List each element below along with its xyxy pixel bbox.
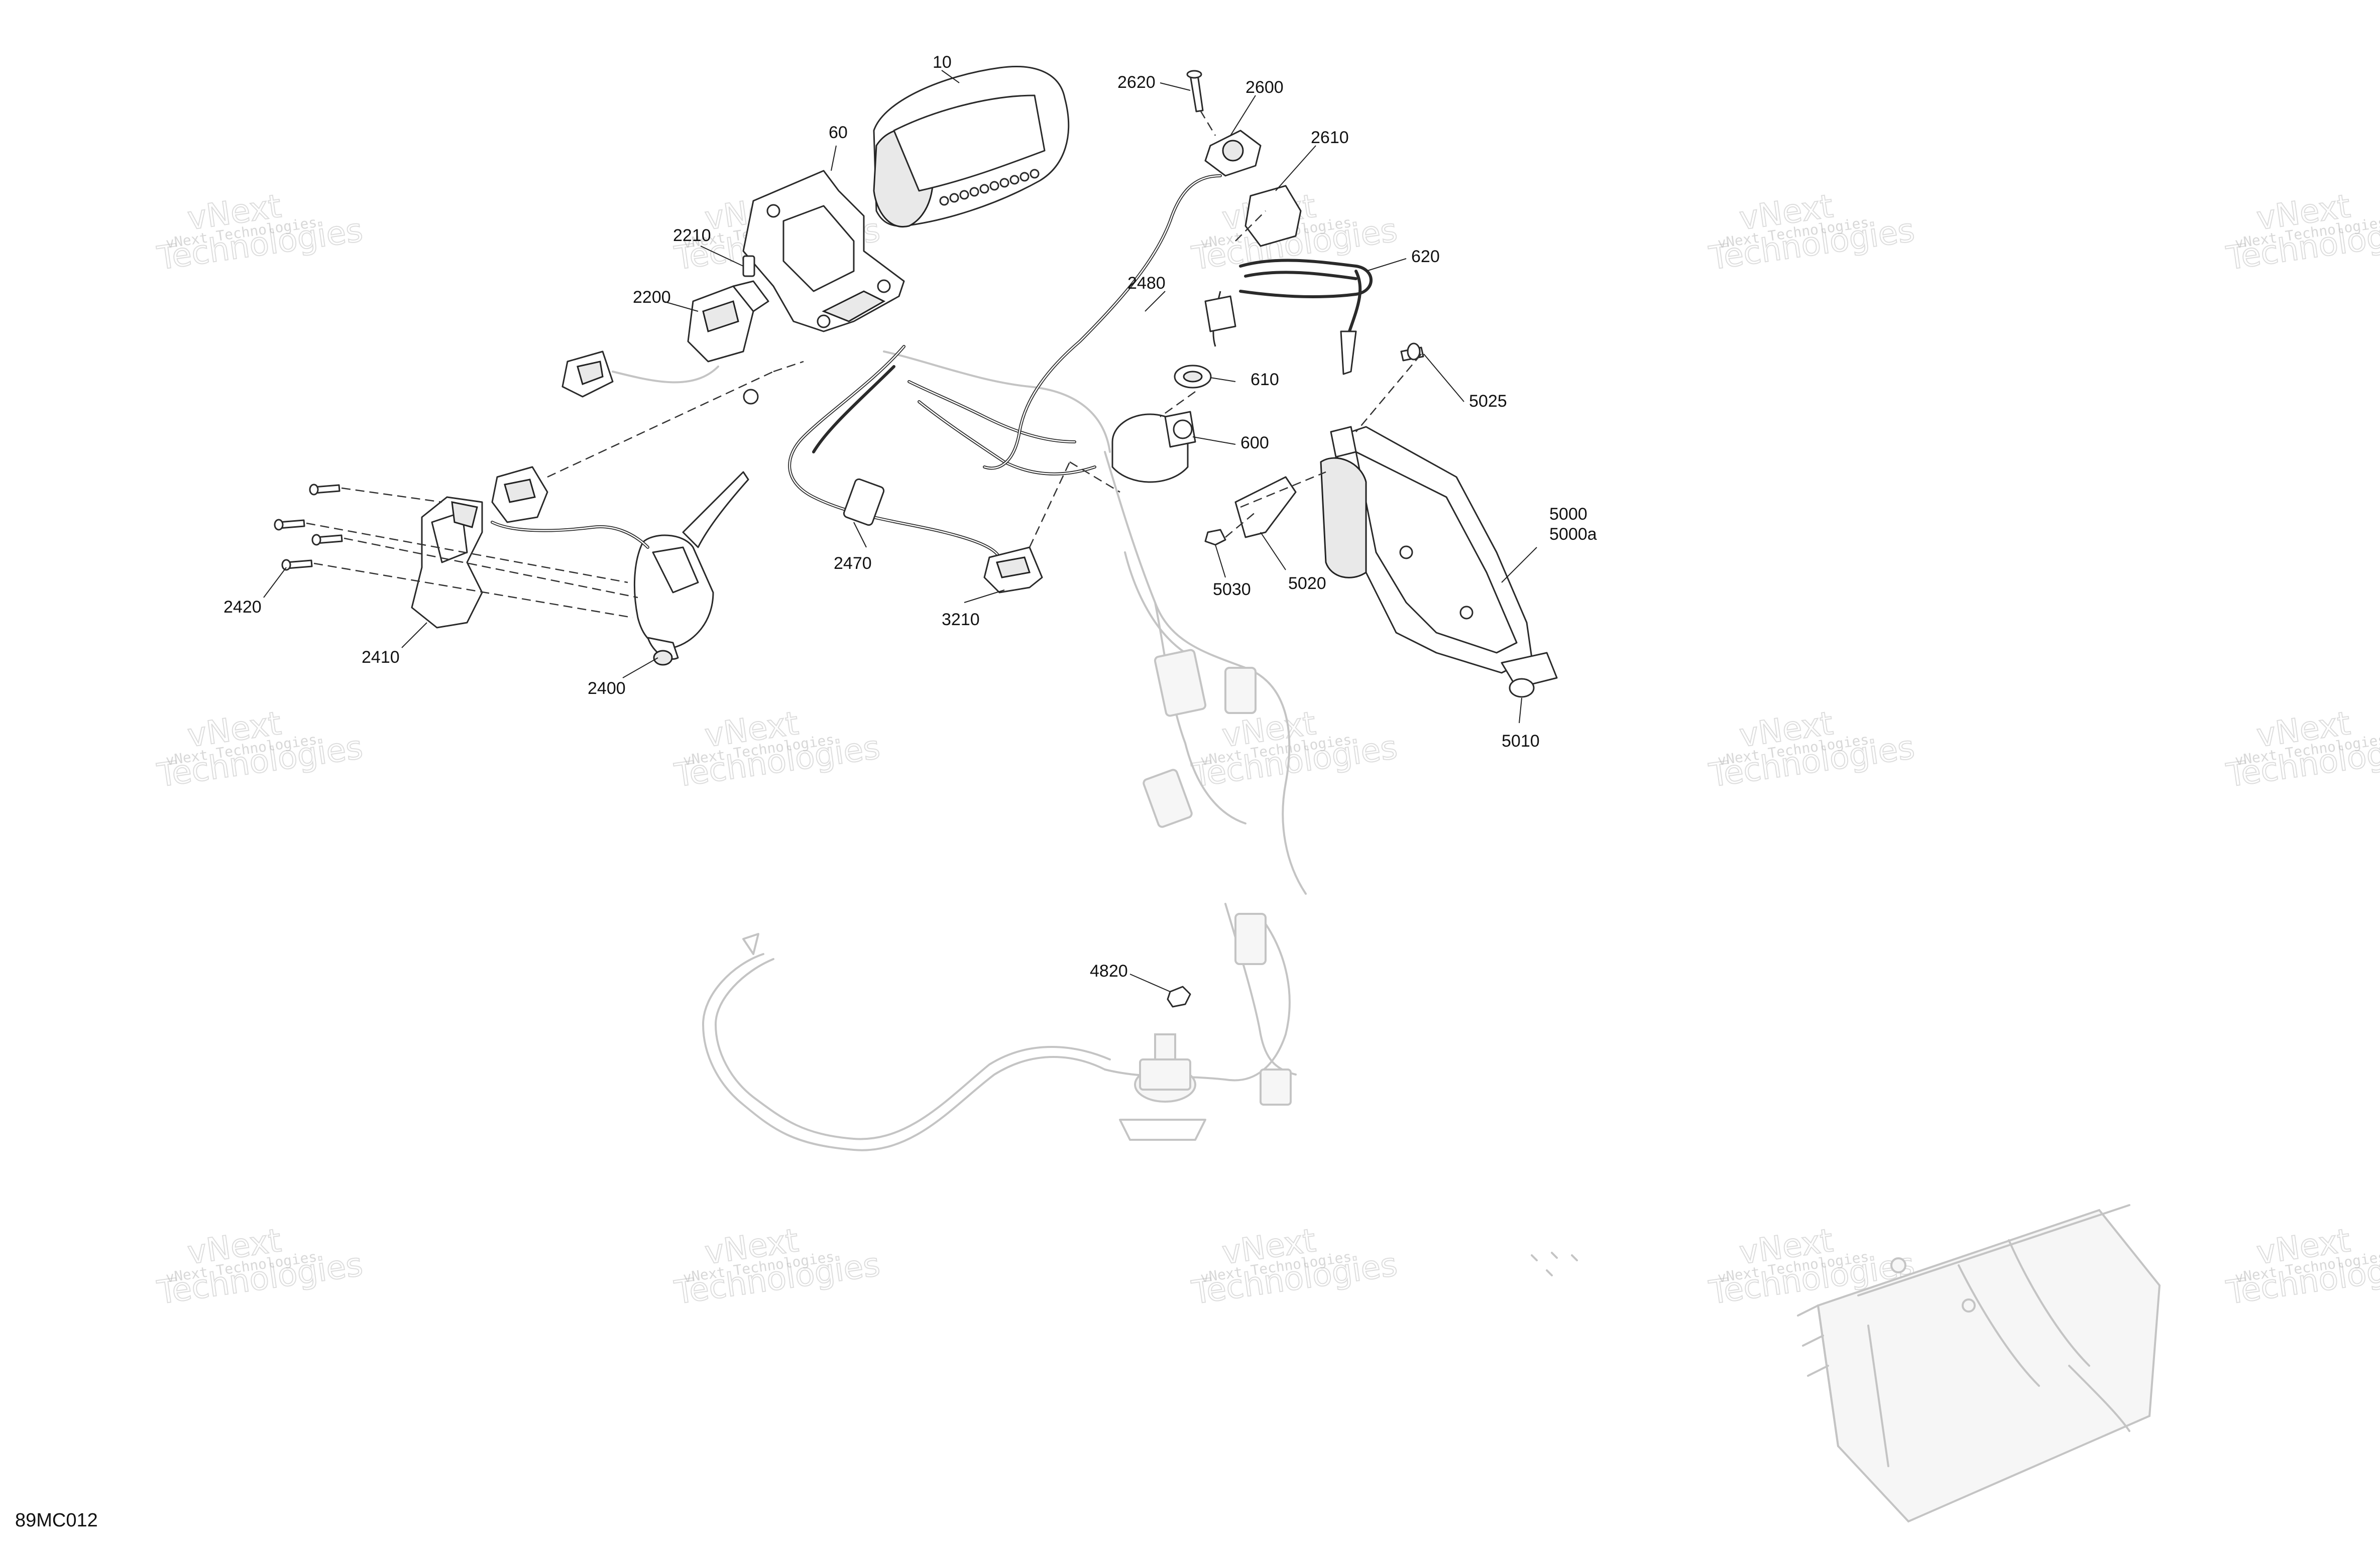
callout-610: 610: [1251, 370, 1279, 389]
connector-2210: [742, 255, 755, 277]
relay-2610: [1244, 185, 1302, 247]
grommet-610: [1174, 365, 1212, 389]
connector-throttle: [491, 466, 649, 549]
callout-2400: 2400: [588, 679, 626, 698]
callout-10: 10: [933, 53, 952, 72]
screws-2420: [274, 484, 343, 571]
leader-lines: [263, 70, 1537, 992]
callout-2600: 2600: [1245, 78, 1284, 97]
ecu-5000: [1320, 426, 1558, 698]
callout-60: 60: [829, 123, 848, 142]
connector-3210: [983, 546, 1043, 594]
callout-5020: 5020: [1288, 574, 1326, 593]
connector-left-plug: [561, 350, 759, 405]
bracket-5020: [1234, 476, 1297, 538]
callout-2620: 2620: [1117, 73, 1156, 92]
callout-620: 620: [1411, 247, 1440, 266]
callout-labels: 10 60 2210 2200 2620 2600 2610 620 2480 …: [223, 53, 1597, 981]
screw-2620: [1186, 70, 1204, 112]
drawing-id: 89MC012: [15, 1510, 98, 1531]
callout-4820: 4820: [1090, 962, 1128, 981]
callout-3210: 3210: [942, 610, 980, 629]
nut-4820: [1167, 986, 1191, 1008]
coiled-lanyard-620: [1204, 259, 1373, 375]
callout-2470: 2470: [834, 554, 872, 573]
callout-2200: 2200: [633, 288, 671, 307]
callout-5025: 5025: [1469, 392, 1507, 411]
display-gauge-10: [873, 66, 1070, 227]
callout-2480: 2480: [1127, 274, 1166, 293]
callout-5000a: 5000a: [1549, 525, 1597, 544]
screw-5025: [1400, 342, 1424, 362]
switch-2600: [1204, 130, 1262, 177]
callout-2610: 2610: [1311, 128, 1349, 147]
ghost-bottom-box: [1531, 1204, 2161, 1523]
callout-2210: 2210: [673, 226, 711, 245]
ghost-lower-cable-loop: [702, 923, 1291, 1151]
harness-2480: [983, 174, 1222, 470]
assembly-lines: [306, 110, 1422, 619]
mounting-bracket-60: [742, 170, 905, 332]
throttle-housing-2410: [411, 496, 483, 629]
callout-5010: 5010: [1502, 732, 1540, 751]
ignition-switch-600: [1111, 411, 1196, 483]
callout-2410: 2410: [362, 648, 400, 667]
callout-600: 600: [1240, 433, 1269, 452]
connector-2200: [687, 280, 769, 363]
throttle-lever-2400: [633, 471, 749, 666]
callout-2420: 2420: [223, 598, 262, 617]
ghost-lower-sensor: [1119, 1033, 1292, 1141]
callout-5000: 5000: [1549, 505, 1588, 524]
harness-2470: [788, 345, 1096, 559]
nut-5030: [1204, 529, 1226, 546]
display-led-row: [939, 169, 1040, 206]
callout-5030: 5030: [1213, 580, 1251, 599]
ghost-main-harness: [883, 350, 1307, 1076]
